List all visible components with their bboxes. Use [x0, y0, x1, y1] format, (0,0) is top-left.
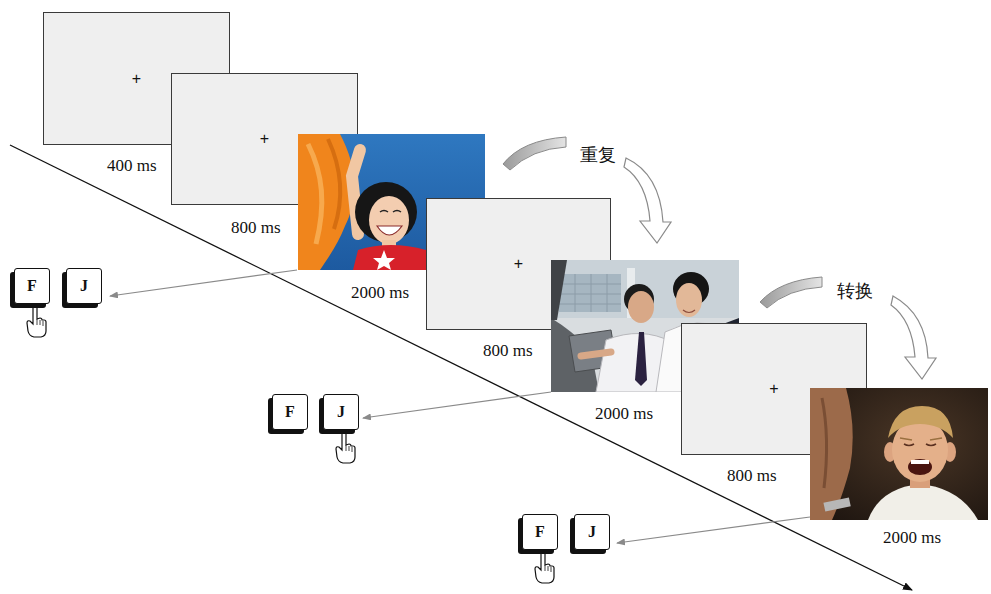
response-leader	[363, 392, 551, 418]
response-key: J	[323, 394, 359, 430]
fixation-cross: +	[260, 131, 269, 147]
time-axis	[10, 145, 912, 590]
response-leader	[110, 270, 297, 296]
duration-label: 800 ms	[727, 467, 777, 486]
pointing-hand	[27, 306, 46, 338]
key-letter: J	[80, 278, 88, 294]
pointing-hand	[535, 552, 554, 584]
pointing-hand	[336, 432, 355, 464]
duration-label: 2000 ms	[883, 529, 941, 548]
response-key: J	[574, 514, 610, 550]
fixation-cross: +	[132, 71, 141, 87]
fixation-cross: +	[769, 381, 778, 397]
response-key: F	[14, 268, 50, 304]
response-key: F	[272, 394, 308, 430]
fixation-cross: +	[514, 256, 523, 272]
duration-label: 800 ms	[483, 342, 533, 361]
key-letter: F	[285, 404, 295, 420]
response-key: J	[66, 268, 102, 304]
response-leader	[617, 517, 810, 543]
duration-label: 800 ms	[231, 219, 281, 238]
response-key: F	[522, 514, 558, 550]
key-letter: J	[588, 524, 596, 540]
key-letter: F	[27, 278, 37, 294]
key-letter: J	[337, 404, 345, 420]
key-letter: F	[535, 524, 545, 540]
sad-photo	[810, 388, 988, 520]
transition-label: 重复	[580, 146, 616, 166]
duration-label: 2000 ms	[595, 405, 653, 424]
duration-label: 2000 ms	[351, 284, 409, 303]
transition-label: 转换	[837, 282, 873, 302]
duration-label: 400 ms	[107, 157, 157, 176]
